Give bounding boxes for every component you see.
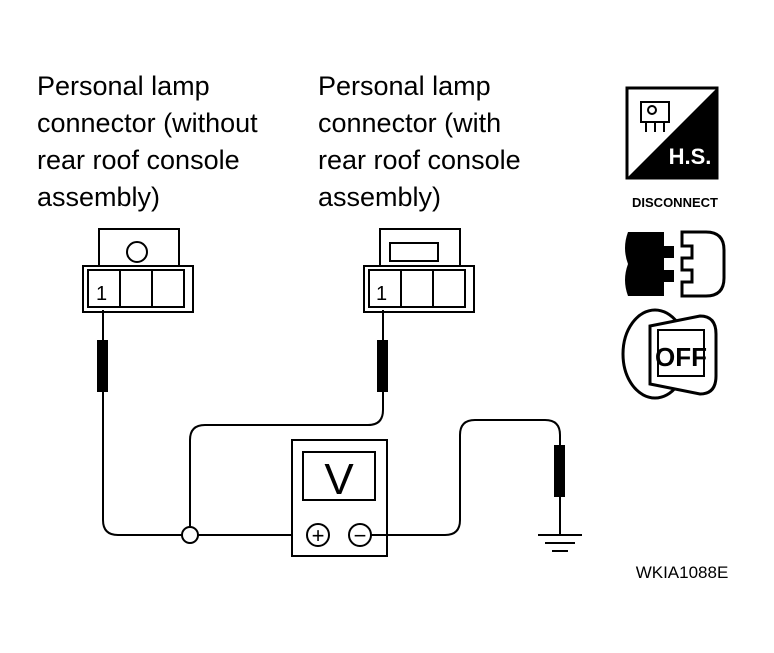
voltmeter xyxy=(291,439,388,557)
left-connector xyxy=(82,228,194,313)
positive-sign: + xyxy=(312,523,325,548)
left-terminal-number: 1 xyxy=(96,283,107,305)
harness-sign-text: H.S. xyxy=(669,144,712,169)
lock-tab-icon xyxy=(389,242,439,262)
right-connector-label: Personal lamp connector (with rear roof … xyxy=(318,71,521,212)
disconnect-text: DISCONNECT xyxy=(632,195,718,210)
ground-probe xyxy=(554,445,565,535)
positive-terminal xyxy=(306,523,330,547)
ground-icon xyxy=(538,534,582,552)
right-probe xyxy=(189,310,388,535)
ignition-off-icon xyxy=(621,308,718,400)
negative-lead xyxy=(371,419,561,536)
left-probe xyxy=(97,310,190,536)
voltmeter-symbol: V xyxy=(324,455,354,504)
figure-code: WKIA1088E xyxy=(636,563,729,582)
right-connector xyxy=(363,228,475,313)
harness-sign-icon xyxy=(625,86,719,180)
negative-sign: − xyxy=(354,523,367,548)
junction-node xyxy=(181,526,199,544)
lock-tab-icon xyxy=(126,241,148,263)
ignition-off-text: OFF xyxy=(655,342,707,372)
right-terminal-number: 1 xyxy=(376,283,387,305)
left-connector-label: Personal lamp connector (without rear ro… xyxy=(37,71,258,212)
disconnect-icon xyxy=(625,230,726,298)
